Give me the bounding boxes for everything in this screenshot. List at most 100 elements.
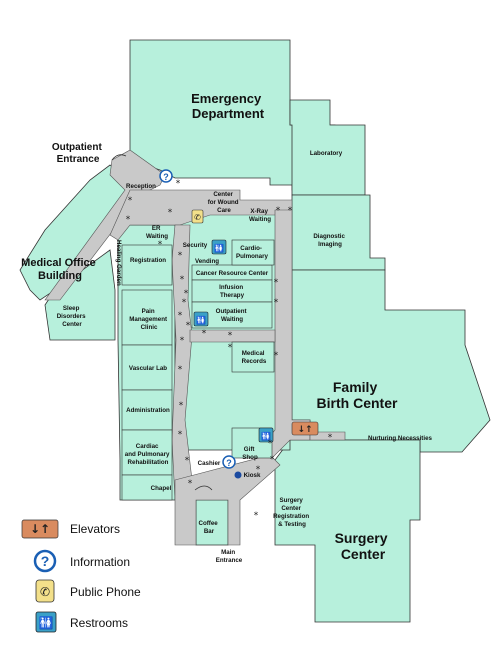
doorway-star: * xyxy=(178,365,183,375)
restroom-icon xyxy=(35,611,57,633)
svg-text:?: ? xyxy=(226,458,232,468)
legend: ↓↑ Elevators ? Information ✆ Public Phon… xyxy=(21,519,141,633)
svg-text:?: ? xyxy=(163,172,169,182)
doorway-star: * xyxy=(182,298,187,308)
healing-garden-label: Healing Garden xyxy=(115,240,122,286)
laboratory-label: Laboratory xyxy=(310,150,343,157)
doorway-star: * xyxy=(180,275,185,285)
cardio-pulmonary-room[interactable] xyxy=(231,239,275,266)
pain-management-label: Pain Management Clinic xyxy=(129,308,169,331)
administration-label: Administration xyxy=(126,407,170,414)
emergency-department-label: Emergency Department xyxy=(191,91,265,121)
doorway-star: * xyxy=(274,278,279,288)
legend-label: Elevators xyxy=(70,522,120,536)
surgery-center-area[interactable] xyxy=(274,439,421,623)
elevator-icon xyxy=(21,519,59,539)
legend-label: Public Phone xyxy=(70,585,141,599)
doorway-star: * xyxy=(274,298,279,308)
legend-item-elevators: ↓↑ Elevators xyxy=(21,519,120,539)
main-entrance-label: Main Entrance xyxy=(216,549,243,564)
elevator-icon[interactable]: ↓↑ xyxy=(291,421,319,436)
phone-icon[interactable]: ✆ xyxy=(191,209,204,224)
doorway-star: * xyxy=(276,206,281,216)
infusion-therapy-label: Infusion Therapy xyxy=(219,284,245,299)
doorway-markers: ****************************** xyxy=(126,179,333,521)
gift-shop-label: Gift Shop xyxy=(242,446,258,461)
doorway-star: * xyxy=(202,329,207,339)
phone-icon xyxy=(35,579,55,603)
vending-label: Vending xyxy=(195,258,219,265)
doorway-star: * xyxy=(268,439,273,449)
svg-text:🚻: 🚻 xyxy=(196,315,206,325)
legend-item-public-phone: ✆ Public Phone xyxy=(35,579,141,603)
cardiac-rehab-room[interactable] xyxy=(121,429,173,476)
doorway-star: * xyxy=(254,511,259,521)
svg-text:↓↑: ↓↑ xyxy=(30,522,50,536)
doorway-star: * xyxy=(270,455,275,465)
svg-text:🚻: 🚻 xyxy=(39,616,54,630)
medical-office-building-label: Medical Office Building xyxy=(21,257,99,282)
doorway-star: * xyxy=(158,240,163,250)
restroom-icon[interactable]: 🚻 xyxy=(193,311,209,327)
family-birth-center-label: Family Birth Center xyxy=(317,379,398,411)
surgery-center-label: Surgery Center xyxy=(335,530,392,562)
svg-text:🚻: 🚻 xyxy=(261,431,271,441)
wound-care-label: Center for Wound Care xyxy=(208,191,241,214)
svg-text:✆: ✆ xyxy=(40,585,50,599)
doorway-star: * xyxy=(186,321,191,331)
legend-item-restrooms: 🚻 Restrooms xyxy=(35,611,128,633)
reception-label: Reception xyxy=(126,183,156,190)
cancer-resource-label: Cancer Resource Center xyxy=(196,270,269,277)
surgery-registration-label: Surgery Center Registration & Testing xyxy=(273,497,311,528)
nurturing-necessities-label: Nurturing Necessities xyxy=(368,435,433,442)
doorway-star: * xyxy=(126,215,131,225)
svg-text:✆: ✆ xyxy=(194,213,201,222)
doorway-star: * xyxy=(180,336,185,346)
coffee-bar-label: Coffee Bar xyxy=(199,520,220,535)
outpatient-entrance-label: Outpatient Entrance xyxy=(52,142,104,165)
er-waiting-label: ER Waiting xyxy=(146,225,168,240)
doorway-star: * xyxy=(178,430,183,440)
doorway-star: * xyxy=(256,465,261,475)
svg-text:🚻: 🚻 xyxy=(214,243,224,253)
doorway-star: * xyxy=(178,251,183,261)
doorway-star: * xyxy=(328,433,333,443)
birth-center-connector xyxy=(309,431,346,441)
restroom-icon[interactable]: 🚻 xyxy=(211,239,227,255)
outpatient-corridor xyxy=(44,149,166,301)
lower-hallway xyxy=(174,454,281,546)
kiosk-marker-icon[interactable] xyxy=(234,471,242,479)
medical-records-label: Medical Records xyxy=(242,350,267,365)
sleep-disorders-label: Sleep Disorders Center xyxy=(57,305,88,328)
doorway-star: * xyxy=(274,351,279,361)
doorway-star: * xyxy=(185,456,190,466)
cross-hallway xyxy=(189,329,276,343)
doorway-star: * xyxy=(188,479,193,489)
registration-room[interactable] xyxy=(121,244,173,286)
legend-label: Restrooms xyxy=(70,616,128,630)
doorway-star: * xyxy=(179,401,184,411)
information-icon[interactable]: ? xyxy=(159,169,173,183)
pain-management-room[interactable] xyxy=(121,289,173,346)
registration-label: Registration xyxy=(130,257,166,264)
security-label: Security xyxy=(183,242,208,249)
doorway-star: * xyxy=(288,206,293,216)
medical-records-room[interactable] xyxy=(231,341,275,373)
xray-waiting-label: X-Ray Waiting xyxy=(249,208,271,223)
main-entrance-door xyxy=(194,485,213,491)
vascular-lab-label: Vascular Lab xyxy=(129,365,167,372)
outpatient-entrance-door xyxy=(111,154,127,161)
chapel-label: Chapel xyxy=(151,485,172,492)
legend-item-information: ? Information xyxy=(33,549,130,573)
chapel-room[interactable] xyxy=(121,474,173,501)
administration-room[interactable] xyxy=(121,389,173,431)
laboratory-area[interactable] xyxy=(289,99,366,196)
legend-label: Information xyxy=(70,555,130,569)
restroom-icon[interactable]: 🚻 xyxy=(258,427,274,443)
vascular-lab-room[interactable] xyxy=(121,344,173,391)
sleep-disorders-area[interactable] xyxy=(44,249,116,341)
information-icon[interactable]: ? xyxy=(222,455,236,469)
family-birth-center-area[interactable] xyxy=(291,269,491,453)
doorway-star: * xyxy=(228,343,233,353)
